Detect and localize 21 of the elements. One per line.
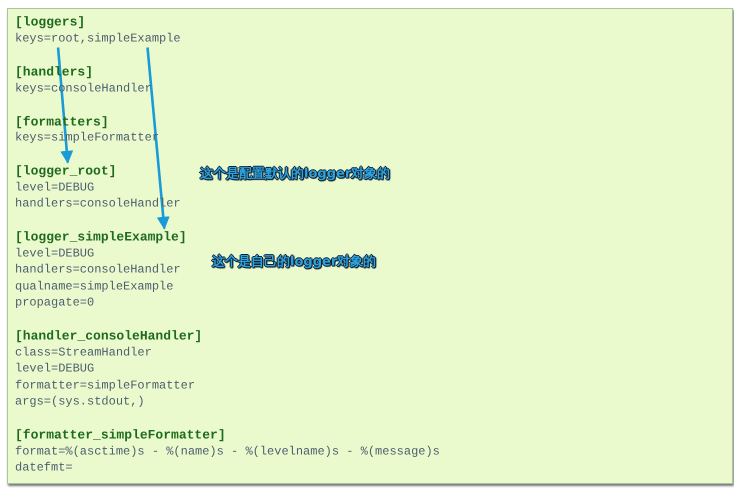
config-line: propagate=0	[15, 296, 94, 310]
arrow	[56, 47, 74, 164]
section-header: [logger_root]	[15, 164, 116, 178]
config-line: args=(sys.stdout,)	[15, 394, 145, 410]
config-line: class=StreamHandler	[15, 346, 152, 360]
config-line: formatter=simpleFormatter	[15, 378, 196, 394]
arrow	[146, 47, 170, 230]
section-header: [formatter_simpleFormatter]	[15, 428, 226, 442]
config-line: level=DEBUG	[15, 180, 94, 196]
config-line: datefmt=	[15, 460, 73, 476]
config-line: level=DEBUG	[15, 362, 94, 376]
annotation-text: 这个是自己的logger对象的	[212, 254, 376, 270]
config-line: level=DEBUG	[15, 246, 94, 262]
section-header: [logger_simpleExample]	[15, 230, 187, 244]
config-line: handlers=consoleHandler	[15, 262, 181, 278]
section-header: [handler_consoleHandler]	[15, 328, 202, 344]
config-line: qualname=simpleExample	[15, 280, 174, 294]
section-header: [loggers]	[15, 14, 86, 30]
config-line: keys=root,simpleExample	[15, 32, 181, 46]
annotation-text: 这个是配置默认的logger对象的	[200, 166, 390, 182]
config-line: format=%(asctime)s - %(name)s - %(levelname)s - %(message)s	[15, 444, 440, 460]
